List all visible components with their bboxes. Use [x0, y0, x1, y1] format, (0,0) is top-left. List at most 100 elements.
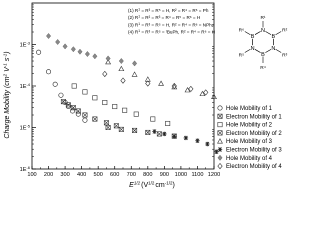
data-point	[172, 134, 177, 139]
legend-label: Electron Mobility of 1	[226, 114, 282, 120]
data-point	[75, 111, 81, 117]
data-point	[118, 58, 124, 64]
legend-label: Electron Mobility of 3	[226, 148, 282, 154]
data-point	[75, 108, 81, 114]
data-point	[133, 111, 139, 117]
data-point	[156, 131, 162, 137]
data-point	[132, 60, 138, 67]
marker-cross	[92, 116, 98, 122]
marker-box	[103, 120, 109, 126]
legend: Hole Mobility of 1 Electron Mobility of 1…	[217, 105, 282, 170]
data-point	[183, 135, 189, 141]
data-point	[103, 120, 109, 126]
series-7	[46, 33, 138, 67]
x-tick-label: 200	[44, 172, 53, 178]
data-point	[105, 58, 112, 65]
compound-line: (4) R1 = R³ = R⁵ = ᵗBuPh, R² = R⁴ = R⁶ =…	[128, 29, 215, 35]
marker-box	[65, 102, 71, 108]
legend-marker	[217, 147, 223, 152]
data-point	[46, 69, 52, 75]
data-point	[162, 131, 167, 137]
substituent-label: R³	[282, 52, 287, 58]
atom-bg	[270, 45, 276, 51]
x-tick-label: 600	[110, 172, 119, 178]
marker-cross	[104, 120, 109, 126]
data-point	[118, 65, 125, 72]
data-point	[62, 43, 68, 50]
data-point	[195, 138, 200, 143]
marker-box	[217, 113, 223, 119]
data-point	[82, 89, 88, 95]
data-point	[165, 120, 171, 126]
marker-box	[92, 116, 98, 122]
data-point	[77, 48, 83, 55]
data-point	[92, 95, 98, 101]
data-point	[188, 85, 194, 93]
series-3	[71, 83, 171, 126]
x-tick-label: 1000	[175, 172, 187, 178]
marker-box	[60, 99, 66, 105]
series-6	[152, 129, 219, 155]
marker-cross	[118, 126, 124, 132]
data-point	[214, 149, 219, 155]
marker-box	[145, 129, 151, 135]
substituent-bond	[275, 31, 282, 36]
substituent-label: R¹	[260, 15, 265, 21]
data-point	[36, 49, 42, 55]
data-point	[150, 116, 156, 122]
x-tick-label: 800	[143, 172, 152, 178]
data-point	[203, 89, 209, 96]
data-point	[158, 80, 164, 86]
data-point	[55, 39, 61, 45]
marker-box	[70, 105, 76, 111]
substituent-label: R⁵	[239, 52, 244, 58]
x-tick-label: 300	[60, 172, 69, 178]
plot-border	[31, 2, 215, 170]
ring-atom: N	[261, 28, 265, 34]
series-4	[105, 125, 177, 139]
data-point	[102, 70, 108, 78]
legend-label: Hole Mobility of 1	[226, 106, 273, 112]
compound-line: (1) R1 = R³ = R⁵ = H, R² = R⁴ = R⁶ = Ph	[128, 8, 209, 14]
data-point	[145, 80, 151, 87]
data-point	[145, 129, 151, 135]
data-point	[52, 81, 58, 87]
y-tick-label: 1E-6	[20, 165, 31, 173]
data-point	[132, 127, 138, 133]
y-tick-label: 1E-3	[20, 41, 31, 49]
x-axis-label: E1/2(V1/2cm-1/2)	[129, 181, 175, 190]
legend-label: Electron Mobility of 4	[226, 164, 282, 170]
data-point	[105, 125, 111, 131]
substituent-label: R²	[282, 27, 287, 33]
data-point	[70, 105, 76, 111]
x-tick-label: 100	[27, 172, 36, 178]
legend-marker	[217, 122, 223, 128]
marker-box	[82, 112, 88, 118]
marker-cross	[145, 130, 151, 135]
legend-label: Hole Mobility of 3	[226, 139, 273, 145]
data-point	[184, 86, 191, 93]
marker-cross	[217, 130, 223, 136]
atom-bg	[250, 45, 256, 51]
data-point	[60, 99, 66, 105]
data-point	[120, 77, 126, 84]
atom-bg	[260, 51, 266, 57]
series-5	[105, 58, 217, 100]
y-tick-label: 1E-4	[20, 82, 31, 90]
y-tick-label: 1E-5	[20, 124, 31, 132]
marker-cross	[217, 113, 223, 119]
marker-box	[132, 127, 138, 133]
data-point	[105, 55, 111, 62]
data-point	[58, 92, 64, 98]
data-point	[84, 51, 90, 57]
compound-line: (2) R1 = R² = R³ = R⁴ = R⁵ = R⁶ = H	[128, 15, 200, 21]
data-point	[71, 83, 77, 89]
marker-cross	[82, 112, 88, 118]
compound-list: (1) R1 = R³ = R⁵ = H, R² = R⁴ = R⁶ = Ph(…	[128, 8, 215, 35]
marker-cross	[156, 131, 162, 137]
legend-marker	[217, 113, 223, 119]
ring-atom: N	[251, 46, 255, 52]
data-point	[82, 117, 88, 123]
